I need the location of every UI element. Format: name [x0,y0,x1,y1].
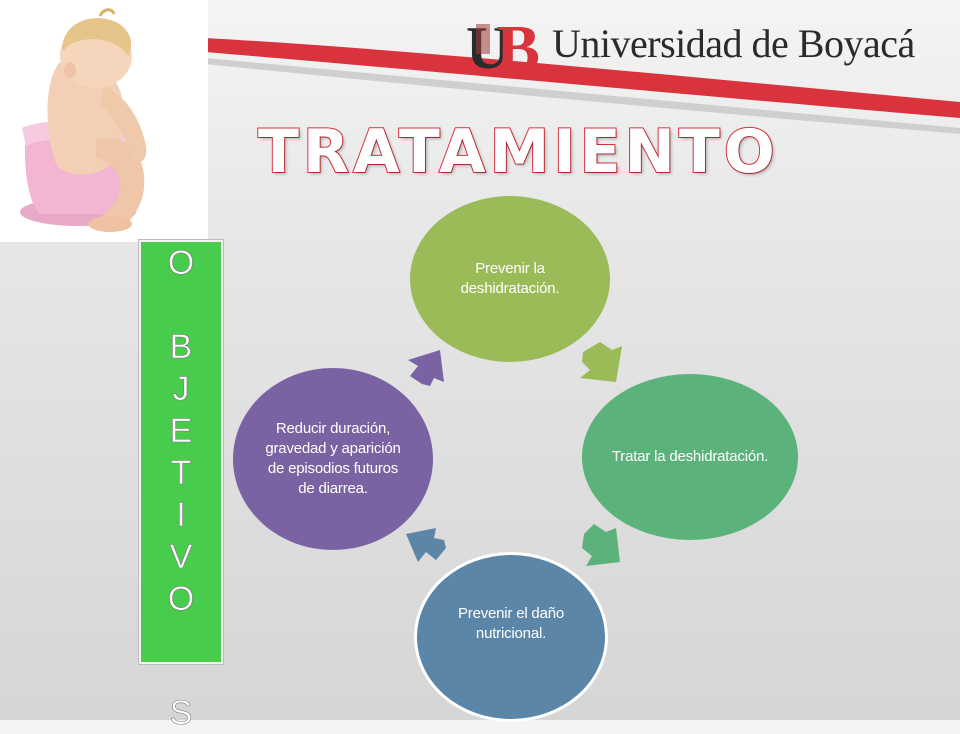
objetivos-letter-overflow: S [169,694,193,733]
objetivos-letter: V [169,538,193,577]
red-swoosh [205,38,960,118]
objetivos-letter: J [172,370,190,409]
cycle-node-prevent-dehydration: Prevenir la deshidratación. [410,196,610,362]
ub-monogram-icon: U B [466,12,540,80]
objetivos-letter: I [176,496,186,535]
arrow-left-to-top [408,350,444,386]
objetivos-letter: B [169,328,193,367]
objetivos-letter: O [167,580,195,619]
node-label: Reducir duración, gravedad y aparición d… [265,420,401,497]
baby-on-potty-image [20,8,147,232]
cycle-node-prevent-nutritional-damage: Prevenir el daño nutricional. [414,552,608,722]
logo-wordmark: Universidad de Boyacá [552,21,915,66]
arrow-right-to-bottom [582,524,620,566]
arrow-bottom-to-left [406,528,446,562]
cycle-node-reduce-diarrhea: Reducir duración, gravedad y aparición d… [233,368,433,550]
objetivos-letter: O [167,244,195,283]
objetivos-letter: E [169,412,193,451]
baby-photo [0,0,208,242]
gray-swoosh [205,58,960,134]
arrow-top-to-right [580,342,622,382]
objetivos-letter: T [170,454,192,493]
node-label: Tratar la deshidratación. [611,448,769,465]
node-label: Prevenir el daño nutricional. [457,605,565,642]
cycle-node-treat-dehydration: Tratar la deshidratación. [582,374,798,540]
node-label: Prevenir la deshidratación. [460,260,560,297]
svg-text:B: B [496,12,540,80]
objetivos-label: O B J E T I V O [139,240,223,664]
page-title: TRATAMIENTO [257,116,779,188]
university-logo: U B Universidad de Boyacá [462,10,952,80]
